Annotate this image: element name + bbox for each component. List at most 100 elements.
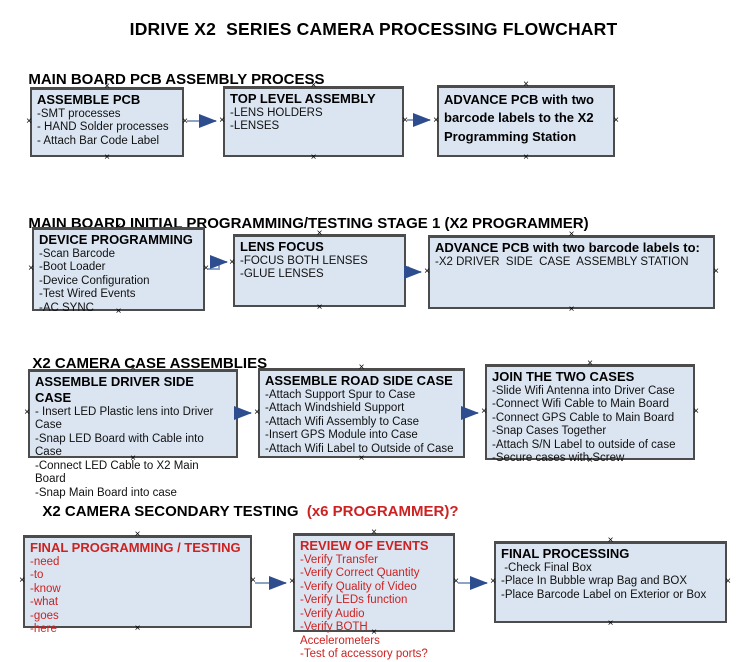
box-item: -to [30, 569, 44, 582]
section-heading-text: MAIN BOARD PCB ASSEMBLY PROCESS [28, 71, 325, 88]
connection-point-x-icon: × [289, 576, 295, 587]
connection-point-x-icon: × [26, 115, 32, 127]
box-review-of-events: REVIEW OF EVENTS -Verify Transfer -Verif… [289, 528, 459, 661]
connection-point-x-icon: × [182, 115, 188, 127]
box-advance-pcb-to-programming-station: ADVANCE PCB with two barcode labels to t… [433, 80, 619, 163]
connection-point-x-icon: × [463, 406, 469, 418]
box-item: -Attach Wifi Assembly to Case [265, 415, 420, 428]
connection-point-x-icon: × [587, 358, 593, 369]
box-item: -Attach S/N Label to outside of case [492, 438, 676, 451]
box-title: REVIEW OF EVENTS [300, 538, 429, 553]
connector-arrow [208, 255, 228, 270]
box-title: JOIN THE TWO CASES [492, 369, 635, 384]
box-item: -X2 DRIVER SIDE CASE ASSEMBLY STATION [435, 255, 689, 268]
connection-point-x-icon: × [424, 265, 430, 277]
box-title: ASSEMBLE DRIVER SIDE CASE [35, 374, 198, 405]
box-item: -Verify Audio [300, 607, 365, 620]
box-item: -Snap Cases Together [492, 425, 607, 438]
page-title: IDRIVE X2 SERIES CAMERA PROCESSING FLOWC… [129, 19, 618, 39]
box-item: -Attach Wifi Label to Outside of Case [265, 442, 454, 455]
section-heading-pcb-assembly: MAIN BOARD PCB ASSEMBLY PROCESS [20, 54, 325, 88]
box-item: -goes [30, 609, 59, 622]
connection-point-x-icon: × [254, 406, 260, 418]
box-item: -Attach Support Spur to Case [265, 388, 416, 401]
connection-point-x-icon: × [310, 152, 317, 163]
box-title: ASSEMBLE ROAD SIDE CASE [265, 373, 453, 388]
box-title: TOP LEVEL ASSEMBLY [230, 91, 376, 106]
section-heading-text: X2 CAMERA CASE ASSEMBLIES [32, 355, 268, 372]
box-title: FINAL PROCESSING [501, 546, 630, 561]
connection-point-x-icon: × [613, 114, 619, 126]
connection-point-x-icon: × [607, 535, 614, 546]
box-item: -Verify LEDs function [300, 594, 408, 607]
connection-point-x-icon: × [693, 405, 699, 417]
section-heading-red-text: (x6 PROGRAMMER)? [306, 503, 459, 520]
box-item: -FOCUS BOTH LENSES [240, 254, 368, 267]
box-item: -Check Final Box [501, 561, 592, 574]
box-item: -Slide Wifi Antenna into Driver Case [492, 384, 675, 397]
connection-point-x-icon: × [134, 529, 141, 540]
connection-point-x-icon: × [713, 265, 719, 277]
box-item: -Insert GPS Module into Case [265, 429, 418, 442]
box-final-programming-testing: FINAL PROGRAMMING / TESTING -need -to -k… [19, 530, 256, 636]
box-item: -Verify Transfer [300, 553, 378, 566]
connection-point-x-icon: × [250, 575, 256, 586]
section-heading-secondary-testing: X2 CAMERA SECONDARY TESTING (x6 PROGRAMM… [34, 486, 459, 520]
connection-point-x-icon: × [19, 575, 25, 586]
box-device-programming: DEVICE PROGRAMMING -Scan Barcode -Boot L… [28, 222, 209, 317]
box-item: -what [30, 596, 59, 609]
connection-point-x-icon: × [203, 262, 209, 274]
box-item: - HAND Solder processes [37, 121, 169, 134]
box-item: -Verify Correct Quantity [300, 567, 420, 580]
connection-point-x-icon: × [236, 407, 242, 418]
box-title: ASSEMBLE PCB [37, 92, 141, 107]
connection-point-x-icon: × [28, 262, 34, 274]
section-heading-case-assemblies: X2 CAMERA CASE ASSEMBLIES [24, 338, 267, 372]
connection-point-x-icon: × [371, 527, 377, 538]
connection-point-x-icon: × [490, 575, 496, 587]
box-item: -Connect LED Cable to X2 Main Board [35, 459, 202, 486]
connection-point-x-icon: × [24, 407, 30, 418]
box-item: -Place Barcode Label on Exterior or Box [501, 588, 707, 601]
box-assemble-pcb: ASSEMBLE PCB -SMT processes - HAND Solde… [26, 82, 188, 163]
box-item: -here [30, 623, 57, 636]
box-title: ADVANCE PCB with two barcode labels to t… [444, 92, 598, 144]
box-title: FINAL PROGRAMMING / TESTING [30, 540, 241, 555]
connection-point-x-icon: × [358, 362, 365, 373]
box-advance-pcb-to-driver-side-case: ADVANCE PCB with two barcode labels to: … [424, 230, 719, 315]
connection-point-x-icon: × [725, 575, 731, 587]
box-item: -Verify Quality of Video [300, 580, 417, 593]
box-item: -Test of accessory ports? [300, 648, 428, 661]
connection-point-x-icon: × [523, 152, 529, 163]
box-item: - Attach Bar Code Label [37, 134, 160, 147]
box-item: -GLUE LENSES [240, 268, 324, 281]
box-item: - Insert LED Plastic lens into Driver Ca… [35, 405, 217, 432]
box-assemble-road-side-case: ASSEMBLE ROAD SIDE CASE -Attach Support … [254, 363, 469, 464]
connection-point-x-icon: × [404, 264, 410, 275]
box-title: ADVANCE PCB with two barcode labels to: [435, 240, 700, 255]
box-lens-focus: LENS FOCUS -FOCUS BOTH LENSES -GLUE LENS… [229, 229, 410, 313]
box-title: DEVICE PROGRAMMING [39, 232, 193, 247]
connection-point-x-icon: × [568, 304, 575, 315]
box-item: -Secure cases with Screw [492, 452, 625, 465]
box-join-the-two-cases: JOIN THE TWO CASES -Slide Wifi Antenna i… [481, 359, 699, 466]
box-item: -Device Configuration [39, 274, 150, 287]
connection-point-x-icon: × [219, 115, 225, 126]
box-item: -Boot Loader [39, 261, 106, 274]
connection-point-x-icon: × [433, 114, 439, 126]
box-item: -Place In Bubble wrap Bag and BOX [501, 575, 688, 588]
box-item: -Connect Wifi Cable to Main Board [492, 398, 670, 411]
box-item: -know [30, 582, 61, 595]
box-title: LENS FOCUS [240, 239, 324, 254]
connection-point-x-icon: × [607, 618, 614, 629]
box-item: -Test Wired Events [39, 288, 136, 301]
box-item: -SMT processes [37, 107, 121, 120]
box-item: -Attach Windshield Support [265, 402, 405, 415]
box-item: -Connect GPS Cable to Main Board [492, 411, 675, 424]
connection-point-x-icon: × [316, 302, 323, 313]
connection-point-x-icon: × [481, 405, 487, 417]
box-item: -AC SYNC [39, 301, 94, 314]
box-item: -Snap LED Board with Cable into Case [35, 432, 207, 459]
connection-point-x-icon: × [453, 576, 459, 587]
connection-point-x-icon: × [229, 257, 235, 268]
